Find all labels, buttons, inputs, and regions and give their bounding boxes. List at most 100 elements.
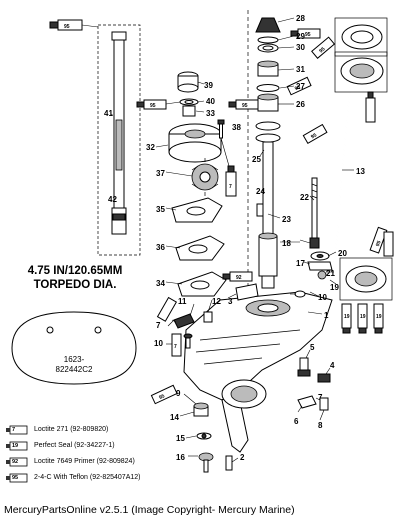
legend-code: 19 bbox=[12, 443, 19, 449]
tube-icon bbox=[6, 425, 28, 435]
callout-36: 36 bbox=[156, 243, 165, 252]
torpedo-plate-outline bbox=[11, 311, 137, 385]
legend-row-perfect-seal: 19 Perfect Seal (92-34227-1) bbox=[4, 439, 234, 455]
callout-39: 39 bbox=[204, 81, 213, 90]
callout-28: 28 bbox=[296, 14, 305, 23]
callout-25: 25 bbox=[252, 155, 261, 164]
tube-code-95-c: 95 bbox=[305, 32, 311, 38]
tube-icon bbox=[6, 441, 28, 451]
tube-code-7-c: 7 bbox=[174, 344, 177, 350]
right-lower-parts bbox=[297, 357, 329, 411]
legend-row-loctite-271: 7 Loctite 271 (92-809820) bbox=[4, 423, 234, 439]
callout-32: 32 bbox=[146, 143, 155, 152]
callout-41: 41 bbox=[104, 109, 113, 118]
tube-95-g: 95 bbox=[302, 123, 328, 145]
callout-20: 20 bbox=[338, 249, 347, 258]
driveshaft-41 bbox=[97, 24, 141, 256]
callout-33: 33 bbox=[206, 109, 215, 118]
tube-7-c: 7 bbox=[171, 333, 182, 357]
tube-95-c: 95 bbox=[290, 28, 321, 39]
tube-code-95-d: 95 bbox=[318, 46, 326, 54]
callout-1: 1 bbox=[324, 311, 329, 320]
callout-7-a: 7 bbox=[156, 321, 161, 330]
callout-16: 16 bbox=[176, 453, 185, 462]
tube-icon bbox=[6, 457, 28, 467]
legend-row-loctite-7649: 92 Loctite 7649 Primer (92-809824) bbox=[4, 455, 234, 471]
callout-40: 40 bbox=[206, 97, 215, 106]
plate-code-line1: 1623- bbox=[63, 355, 85, 364]
tube-95-i: 95 bbox=[369, 226, 388, 254]
callout-24: 24 bbox=[256, 187, 265, 196]
callout-5: 5 bbox=[310, 343, 315, 352]
leader-lines bbox=[111, 17, 354, 463]
tube-code-19-c: 19 bbox=[376, 314, 382, 320]
callout-29: 29 bbox=[296, 32, 305, 41]
callout-18: 18 bbox=[282, 239, 291, 248]
legend-text: Loctite 271 (92-809820) bbox=[34, 426, 109, 433]
callout-14: 14 bbox=[170, 413, 179, 422]
callout-6: 6 bbox=[294, 417, 299, 426]
callout-13: 13 bbox=[356, 167, 365, 176]
callout-37: 37 bbox=[156, 169, 165, 178]
plate-part-code: 1623- 822442C2 bbox=[44, 355, 104, 375]
tube-code-95-f: 95 bbox=[242, 103, 248, 109]
callout-3: 3 bbox=[228, 297, 233, 306]
tube-code-95-g: 95 bbox=[310, 132, 318, 140]
callout-11: 11 bbox=[178, 297, 187, 306]
legend-code: 95 bbox=[12, 475, 19, 481]
shift-linkage bbox=[307, 251, 333, 280]
tube-92: 92 bbox=[222, 271, 253, 282]
bearing-box-top bbox=[334, 17, 388, 57]
shift-rod-22 bbox=[309, 177, 320, 249]
callout-26: 26 bbox=[296, 100, 305, 109]
lower-gear-stack: 95 bbox=[150, 384, 214, 473]
tube-icon bbox=[6, 473, 28, 483]
tube-95-h bbox=[365, 91, 376, 123]
callout-35: 35 bbox=[156, 205, 165, 214]
callout-7-b: 7 bbox=[318, 393, 323, 402]
callout-10-a: 10 bbox=[318, 293, 327, 302]
bearing-box-lower bbox=[339, 257, 393, 301]
tubes-19-group: 19 19 19 bbox=[341, 303, 384, 334]
legend-code: 7 bbox=[12, 427, 16, 433]
tube-code-7-a: 7 bbox=[229, 184, 232, 190]
pump-housing-parts bbox=[168, 71, 227, 297]
tube-code-95-k: 95 bbox=[158, 393, 166, 401]
legend-text: Loctite 7649 Primer (92-809824) bbox=[34, 458, 135, 465]
copyright-footer: MercuryPartsOnline v2.5.1 (Image Copyrig… bbox=[4, 504, 295, 516]
gear-housing bbox=[183, 283, 333, 453]
drain-plug-2 bbox=[225, 455, 233, 471]
callout-12: 12 bbox=[212, 297, 221, 306]
tube-code-95-e: 95 bbox=[294, 84, 302, 92]
callouts: 41 42 39 40 33 38 32 37 35 36 34 28 29 3… bbox=[104, 14, 365, 462]
lower-left-parts bbox=[173, 311, 213, 349]
callout-42: 42 bbox=[108, 195, 117, 204]
callout-23: 23 bbox=[282, 215, 291, 224]
driveshaft-center bbox=[255, 17, 281, 289]
tube-code-95-a: 95 bbox=[64, 24, 70, 30]
torpedo-diameter-title: 4.75 IN/120.65MM TORPEDO DIA. bbox=[10, 264, 140, 292]
callout-15: 15 bbox=[176, 434, 185, 443]
tube-95-j bbox=[383, 231, 394, 257]
legend-row-2-4-c: 95 2-4-C With Teflon (92-825407A12) bbox=[4, 471, 234, 487]
callout-10-b: 10 bbox=[154, 339, 163, 348]
plate-code-line2: 822442C2 bbox=[55, 365, 93, 374]
tube-95-a: 95 bbox=[49, 19, 83, 31]
callout-2: 2 bbox=[240, 453, 245, 462]
tube-7-a: 7 bbox=[225, 165, 237, 197]
torpedo-title-line1: 4.75 IN/120.65MM bbox=[27, 265, 123, 277]
callout-17: 17 bbox=[296, 259, 305, 268]
tube-95-f: 95 bbox=[228, 99, 259, 110]
tube-95-e: 95 bbox=[286, 76, 312, 96]
tube-code-92: 92 bbox=[236, 275, 242, 281]
legend-text: 2-4-C With Teflon (92-825407A12) bbox=[34, 474, 141, 481]
callout-31: 31 bbox=[296, 65, 305, 74]
torpedo-title-line2: TORPEDO DIA. bbox=[33, 279, 117, 291]
legend-code: 92 bbox=[12, 459, 19, 465]
impeller bbox=[191, 158, 219, 196]
callout-9: 9 bbox=[176, 389, 181, 398]
callout-30: 30 bbox=[296, 43, 305, 52]
callout-21: 21 bbox=[326, 269, 335, 278]
tube-code-95-b: 95 bbox=[150, 103, 156, 109]
